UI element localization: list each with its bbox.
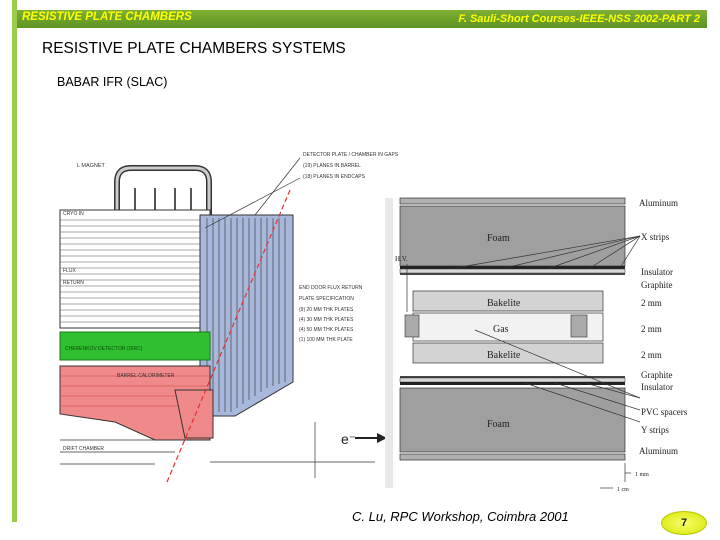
insulator-top-label: Insulator (641, 267, 673, 277)
beam-label: e⁻ (341, 431, 356, 447)
calorimeter-label: BARREL CALORIMETER (117, 373, 175, 379)
dirc-label: CHERENKOV DETECTOR (DIRC) (65, 346, 143, 352)
callout-endcap-planes: (18) PLANES IN ENDCAPS (303, 174, 366, 180)
callout-barrel-planes: (19) PLANES IN BARREL (303, 163, 361, 169)
aluminum-bottom-label: Aluminum (639, 446, 678, 456)
plate-spec-b: (4) 30 MM THK PLATES (299, 317, 354, 323)
bakelite-top-label: Bakelite (487, 298, 521, 309)
plate-spec-a: (9) 20 MM THK PLATES (299, 307, 354, 313)
insulator-bottom-label: Insulator (641, 382, 673, 392)
hv-label: H.V. (395, 255, 408, 263)
return-label: RETURN (63, 280, 84, 286)
y-strips-label: Y strips (641, 425, 669, 435)
plate-spec-d: (1) 100 MM THK PLATE (299, 337, 353, 343)
detector-figure: L MAGNET DETECTOR PLATE / CHAMBER IN GAP… (59, 152, 688, 493)
plate-spec-c: (4) 50 MM THK PLATES (299, 327, 354, 333)
scale-cm-label: 1 cm (617, 487, 629, 493)
magnet-label: L MAGNET (77, 163, 106, 169)
left-accent-rule (12, 0, 17, 522)
header-left-title: RESISTIVE PLATE CHAMBERS (22, 11, 192, 23)
header-bar (17, 10, 707, 28)
gap-top-label: 2 mm (641, 298, 662, 308)
graphite-bottom-label: Graphite (641, 370, 673, 380)
foam-top-label: Foam (487, 233, 510, 244)
endcap-label: END DOOR FLUX RETURN (299, 285, 363, 291)
aluminum-top-label: Aluminum (639, 198, 678, 208)
slide-subtitle: BABAR IFR (SLAC) (57, 75, 168, 89)
bakelite-bottom-label: Bakelite (487, 350, 521, 361)
callout-detector-plate: DETECTOR PLATE / CHAMBER IN GAPS (303, 152, 399, 158)
figure-credit: C. Lu, RPC Workshop, Coimbra 2001 (352, 509, 569, 524)
scale-mm-label: 1 mm (635, 472, 649, 478)
slide-title: RESISTIVE PLATE CHAMBERS SYSTEMS (42, 40, 346, 57)
header-right-title: F. Sauli-Short Courses-IEEE-NSS 2002-PAR… (458, 13, 700, 25)
x-strips-label: X strips (641, 232, 670, 242)
graphite-top-label: Graphite (641, 280, 673, 290)
pvc-spacers-label: PVC spacers (641, 407, 688, 417)
gas-label: Gas (493, 324, 509, 335)
page-number-badge: 7 (661, 511, 707, 535)
detector-drawing: L MAGNET DETECTOR PLATE / CHAMBER IN GAP… (59, 152, 399, 483)
rpc-cross-section: Aluminum Foam X strips H.V. Insulator Gr… (385, 197, 688, 493)
foam-bottom-label: Foam (487, 419, 510, 430)
gap-mid-label: 2 mm (641, 324, 662, 334)
drift-chamber-label: DRIFT CHAMBER (63, 446, 104, 452)
plate-spec-label: PLATE SPECIFICATION (299, 296, 354, 302)
flux-label: FLUX (63, 268, 76, 274)
cryo-label: CRYO IN (63, 211, 84, 217)
gap-bottom-label: 2 mm (641, 350, 662, 360)
